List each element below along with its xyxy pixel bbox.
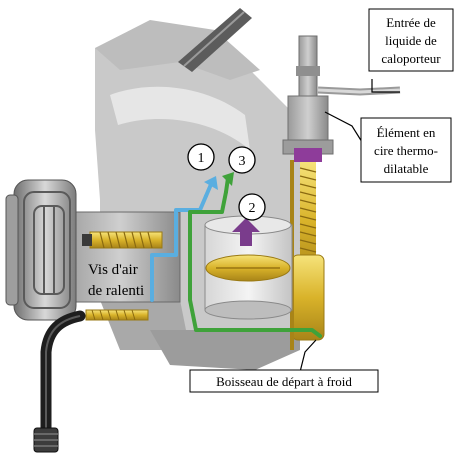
- callout-coolant-inlet: Entrée de liquide de caloporteur: [368, 8, 454, 72]
- air-duct-pipe: [178, 8, 252, 72]
- svg-text:liquide de: liquide de: [385, 33, 437, 48]
- wax-element-housing: [282, 95, 334, 162]
- svg-text:3: 3: [239, 154, 246, 169]
- svg-text:dilatable: dilatable: [384, 161, 429, 176]
- piston-up-arrow: [232, 218, 260, 246]
- cable-hose: [33, 310, 86, 453]
- wax-capsule: [294, 148, 322, 162]
- svg-text:caloporteur: caloporteur: [381, 51, 441, 66]
- chamber-cylinder: [204, 215, 293, 320]
- coolant-inlet-tube: [296, 35, 401, 97]
- label-idle-air-screw: Vis d'air de ralenti: [88, 262, 144, 299]
- svg-text:Vis d'air: Vis d'air: [88, 262, 138, 278]
- green-flow-path: [188, 190, 322, 338]
- svg-text:Élément en: Élément en: [377, 125, 436, 140]
- svg-text:Boisseau de départ à froid: Boisseau de départ à froid: [216, 374, 352, 389]
- green-arrow-head: [222, 172, 234, 186]
- leader-lines: [299, 79, 400, 373]
- blue-flow-path: [150, 238, 178, 302]
- svg-text:de ralenti: de ralenti: [88, 283, 144, 299]
- blue-arrow-head: [204, 176, 218, 190]
- marker-1: 1: [187, 143, 215, 171]
- adjusting-screw: [85, 309, 149, 321]
- svg-text:2: 2: [249, 201, 256, 216]
- marker-3: 3: [228, 146, 256, 174]
- svg-text:cire thermo-: cire thermo-: [374, 143, 438, 158]
- svg-text:Entrée de: Entrée de: [386, 15, 436, 30]
- callout-cold-start-valve: Boisseau de départ à froid: [189, 369, 379, 393]
- pulley-wheel: [5, 179, 77, 321]
- callout-wax-element: Élément en cire thermo- dilatable: [360, 117, 452, 183]
- svg-text:1: 1: [198, 151, 205, 166]
- marker-2: 2: [238, 193, 266, 221]
